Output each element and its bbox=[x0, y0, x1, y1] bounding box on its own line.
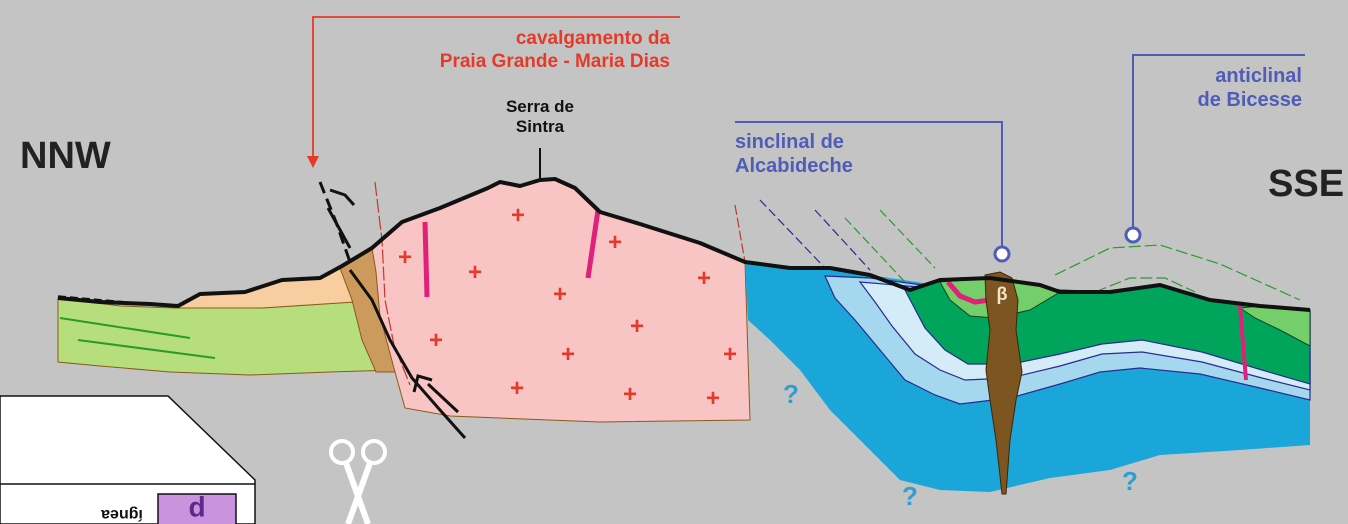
serra-label-line1: Serra de bbox=[506, 97, 574, 116]
beta-label: β bbox=[997, 284, 1008, 304]
legend-swatch-glyph: p bbox=[188, 496, 205, 524]
topography-line bbox=[57, 177, 1311, 312]
scissors-icon bbox=[329, 439, 387, 524]
thrust-leader-line bbox=[312, 16, 680, 158]
direction-left: NNW bbox=[20, 135, 111, 177]
legend-swatch-ignea bbox=[157, 493, 237, 524]
fault-arrow-icon-upper bbox=[326, 188, 356, 249]
fold-dash-2 bbox=[814, 209, 871, 271]
svg-text:+: + bbox=[706, 385, 720, 412]
magenta-dyke-fold bbox=[946, 280, 991, 305]
svg-text:+: + bbox=[561, 341, 575, 368]
beta-intrusion bbox=[984, 271, 1023, 495]
fold-dash-6 bbox=[1094, 277, 1196, 293]
direction-right: SSE bbox=[1268, 163, 1344, 205]
legend-ignea-label: ígnea bbox=[101, 506, 143, 523]
left-green-line-1 bbox=[59, 317, 191, 339]
serra-label-line2: Sintra bbox=[516, 117, 565, 136]
fault-red-dash-right bbox=[734, 204, 746, 263]
dyke-1 bbox=[422, 221, 430, 298]
fault-arrow-icon-lower bbox=[412, 374, 460, 414]
svg-text:+: + bbox=[553, 281, 567, 308]
svg-text:+: + bbox=[429, 327, 443, 354]
anticline-label-line1: anticlinal bbox=[1215, 65, 1302, 87]
svg-text:+: + bbox=[723, 341, 737, 368]
svg-text:+: + bbox=[510, 375, 524, 402]
question-mark-2: ? bbox=[902, 481, 918, 511]
fold-dash-4 bbox=[879, 209, 936, 269]
left-green-sediment bbox=[57, 297, 393, 376]
svg-text:+: + bbox=[398, 244, 412, 271]
thrust-leader-arrow bbox=[307, 156, 319, 168]
syncline-label-line1: sinclinal de bbox=[735, 131, 844, 153]
fold-dash-3 bbox=[844, 217, 906, 283]
dyke-2 bbox=[585, 209, 601, 279]
thrust-fault-line bbox=[348, 269, 467, 439]
question-mark-3: ? bbox=[1122, 466, 1138, 496]
left-green-line-2 bbox=[77, 339, 216, 359]
svg-text:+: + bbox=[608, 229, 622, 256]
legend-panel bbox=[0, 395, 256, 524]
syncline-marker bbox=[993, 245, 1011, 263]
anticline-leader-line bbox=[1132, 54, 1305, 228]
thrust-label-line1: cavalgamento da bbox=[516, 28, 671, 49]
granite-plus-symbols: + + + + + + + + + + + + + bbox=[398, 202, 737, 412]
question-mark-1: ? bbox=[783, 379, 799, 409]
fold-dash-1 bbox=[759, 199, 826, 269]
dyke-3 bbox=[1238, 305, 1248, 381]
anticline-label-line2: de Bicesse bbox=[1197, 89, 1302, 111]
svg-text:+: + bbox=[623, 381, 637, 408]
svg-text:+: + bbox=[468, 259, 482, 286]
svg-text:+: + bbox=[511, 202, 525, 229]
syncline-label-line2: Alcabideche bbox=[735, 155, 853, 177]
svg-text:+: + bbox=[630, 313, 644, 340]
syncline-leader-line bbox=[735, 121, 1003, 248]
fold-dash-5 bbox=[1054, 244, 1301, 301]
anticline-marker bbox=[1124, 226, 1142, 244]
svg-text:+: + bbox=[697, 265, 711, 292]
thrust-label-line2: Praia Grande - Maria Dias bbox=[440, 51, 670, 72]
